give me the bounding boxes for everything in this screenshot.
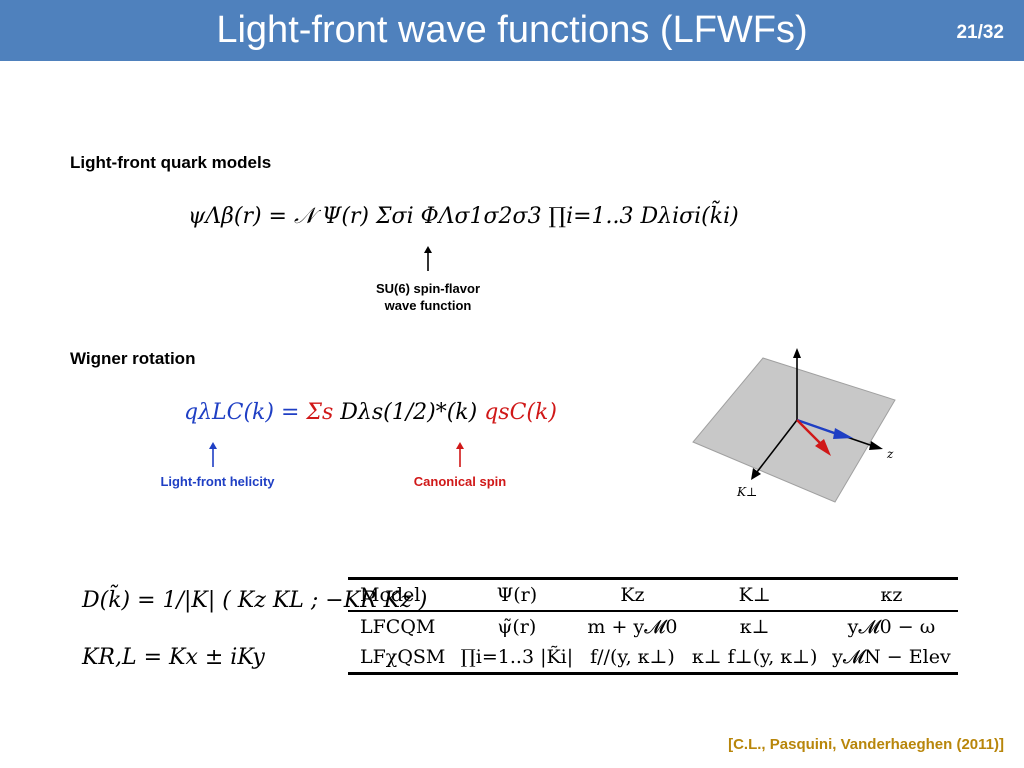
transverse-plane — [692, 357, 896, 503]
table-cell: κ⊥ f⊥(y, κ⊥) — [691, 646, 818, 668]
k-perp-axis-arrowhead — [751, 468, 761, 480]
table-cell: m + y𝓜0 — [587, 616, 678, 638]
table-header-cell: Ψ(r) — [496, 584, 538, 606]
table-cell: LFχQSM — [360, 646, 446, 668]
k-perp-label: K⊥ — [736, 485, 757, 499]
table-cell: y𝓜0 − ω — [847, 616, 936, 638]
formula-wigner-lhs: qλLC(k) = — [184, 400, 300, 425]
table-cell: ∏i=1..3 |K̃i| — [460, 646, 574, 668]
vertical-axis-arrowhead — [793, 348, 801, 358]
formula-wigner-rhs: qsC(k) — [484, 400, 557, 425]
su6-note: SU(6) spin-flavor wave function — [348, 280, 508, 314]
citation: [C.L., Pasquini, Vanderhaeghen (2011)] — [728, 736, 1004, 753]
slide-header: Light-front wave functions (LFWFs) 21/32 — [0, 0, 1024, 61]
table-row: LFCQM ψ̃(r) m + y𝓜0 κ⊥ y𝓜0 − ω — [348, 611, 958, 642]
z-axis-label: z — [886, 447, 894, 461]
up-arrow-icon — [424, 246, 432, 271]
label-light-front-helicity: Light-front helicity — [160, 474, 275, 489]
k-perp-axis — [756, 419, 798, 473]
formula-wave-function: ψΛβ(r) = 𝒩 Ψ(r) Σσi ΦΛσ1σ2σ3 ∏i=1..3 Dλi… — [188, 204, 739, 229]
blue-up-arrow-icon — [209, 442, 217, 467]
su6-note-line1: SU(6) spin-flavor — [375, 281, 480, 296]
label-canonical-spin: Canonical spin — [413, 474, 507, 489]
table-row: LFχQSM ∏i=1..3 |K̃i| f//(y, κ⊥) κ⊥ f⊥(y,… — [348, 642, 958, 674]
model-table: Model Ψ(r) Kz K⊥ κz LFCQM ψ̃(r) m + y𝓜0 … — [348, 577, 958, 675]
formula-wigner-sum: Σs — [306, 400, 334, 425]
formula-matrix: D(k̃) = 1/|K| ( Kz KL ; −KR Kz ) — [82, 588, 428, 613]
table-header-cell: Kz — [620, 584, 645, 606]
wigner-rotation-diagram: z K⊥ — [692, 348, 896, 503]
formula-relation: KR,L = Kx ± iKy — [82, 645, 265, 670]
table-header-row: Model Ψ(r) Kz K⊥ κz — [348, 578, 958, 611]
red-up-arrow-icon — [456, 442, 464, 467]
table-header-cell: κz — [880, 584, 903, 606]
table-cell: κ⊥ — [739, 616, 770, 638]
blue-spin-arrowhead — [833, 428, 853, 439]
table-header-cell: K⊥ — [738, 584, 771, 606]
blue-spin-vector — [796, 418, 838, 436]
formula-wigner-mid: Dλs(1/2)*(k) — [340, 400, 478, 425]
z-axis-arrowhead — [869, 441, 883, 450]
red-spin-vector — [796, 419, 822, 445]
table-cell: ψ̃(r) — [497, 616, 537, 638]
table-cell: LFCQM — [360, 616, 436, 638]
red-spin-arrowhead — [815, 439, 831, 456]
su6-note-line2: wave function — [384, 298, 472, 313]
table-cell: y𝓜N − Elev — [832, 646, 951, 668]
formula-wigner: qλLC(k) = Σs Dλs(1/2)*(k) qsC(k) — [184, 400, 557, 425]
section-heading-quark-models: Light-front quark models — [70, 153, 272, 172]
section-heading-wigner: Wigner rotation — [70, 349, 196, 368]
table-cell: f//(y, κ⊥) — [590, 646, 675, 668]
slide-title: Light-front wave functions (LFWFs) — [216, 9, 808, 51]
table-header-cell: Model — [360, 584, 421, 606]
page-number: 21/32 — [956, 22, 1004, 43]
